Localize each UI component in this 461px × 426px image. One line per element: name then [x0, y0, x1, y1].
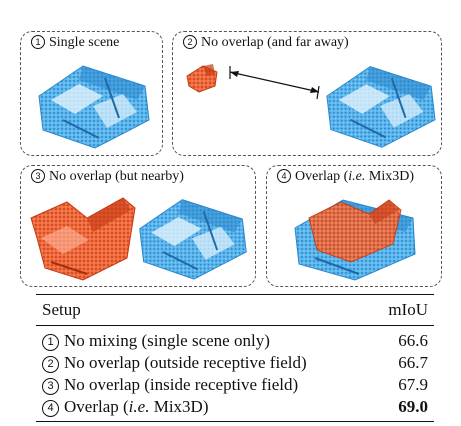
- circled-number: 3: [42, 378, 59, 395]
- table-bottom-rule: [36, 421, 434, 423]
- circled-number: 2: [42, 356, 59, 373]
- blue-scene-pointcloud: [139, 199, 247, 280]
- table-header-row: Setup mIoU: [36, 299, 434, 321]
- blue-scene-pointcloud: [38, 65, 150, 149]
- miou-value: 67.9: [398, 375, 428, 394]
- table-top-rule: [36, 294, 434, 296]
- circled-number: 1: [42, 334, 59, 351]
- table-mid-rule: [36, 325, 434, 326]
- circled-number: 4: [277, 169, 291, 183]
- header-setup: Setup: [42, 300, 81, 319]
- circled-number: 3: [31, 169, 45, 183]
- red-scene-pointcloud: [30, 197, 136, 281]
- mixed-scene-pointcloud: [294, 199, 416, 281]
- circled-number: 1: [31, 35, 45, 49]
- red-scene-pointcloud: [186, 64, 218, 93]
- miou-value: 66.7: [398, 353, 428, 372]
- circled-number: 2: [183, 35, 197, 49]
- header-miou: mIoU: [388, 300, 428, 319]
- circled-number: 4: [42, 400, 59, 417]
- blue-scene-pointcloud: [326, 66, 436, 148]
- distance-arrow: [229, 66, 320, 100]
- miou-value: 66.6: [398, 331, 428, 350]
- miou-value-best: 69.0: [398, 397, 428, 416]
